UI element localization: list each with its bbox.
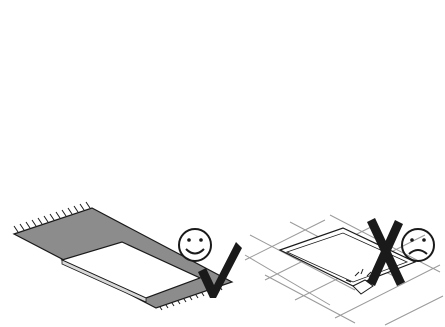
incorrect-placement-drawing (244, 214, 444, 326)
check-mark-icon (198, 242, 242, 298)
cross-mark-icon (367, 218, 405, 286)
rug-fringe-top (13, 201, 91, 233)
frowning-face-icon (401, 228, 435, 262)
smiling-face-icon (178, 228, 212, 262)
correct-placement-panel (0, 190, 242, 327)
correct-placement-drawing (12, 201, 242, 311)
rug-inner-panel (285, 232, 409, 283)
incorrect-placement-panel (235, 200, 445, 327)
slip-marks (345, 268, 374, 295)
rug-inner-shadow (61, 259, 147, 303)
